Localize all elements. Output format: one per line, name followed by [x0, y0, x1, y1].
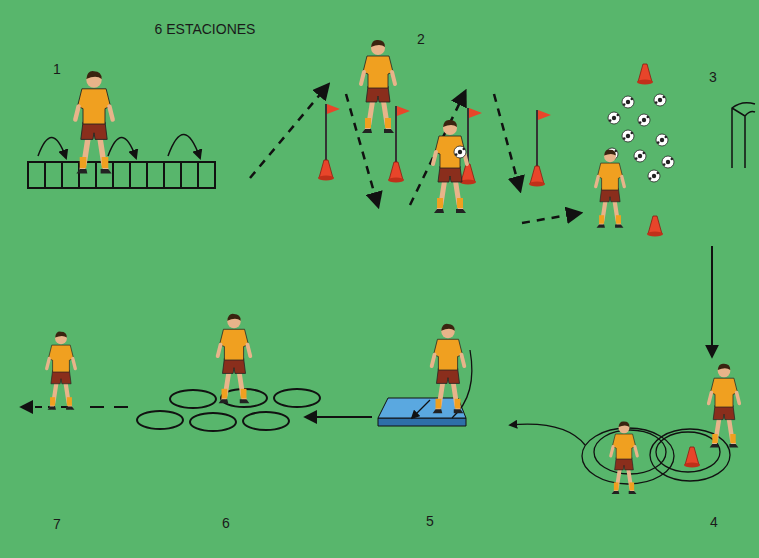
dashed-path-arrow [22, 406, 68, 408]
flag-poles [318, 160, 334, 181]
goal [732, 103, 755, 168]
ball [454, 146, 466, 158]
callout-number: 6 [222, 516, 230, 531]
dashed-path-arrows [522, 213, 580, 223]
ball-cluster [637, 64, 653, 85]
hoops [190, 413, 236, 431]
hoops [170, 390, 216, 408]
player-figure [75, 71, 112, 173]
jump-mat [378, 398, 466, 418]
jump-mat [412, 400, 430, 418]
agility-ladder [38, 137, 66, 158]
callout-number: 5 [426, 514, 434, 529]
ball-cluster [638, 114, 650, 126]
hoops [137, 411, 183, 429]
cone [684, 447, 700, 468]
jump-mat [378, 418, 466, 426]
player-figure [432, 324, 465, 413]
agility-ladder [28, 162, 215, 188]
agility-ladder [45, 162, 198, 188]
player-figure [433, 120, 467, 213]
player-figure [596, 150, 625, 228]
callout-number: 1 [53, 62, 61, 77]
player-figure [709, 364, 740, 448]
ball-cluster [634, 150, 646, 162]
callout-number: 3 [709, 70, 717, 85]
ball-cluster [622, 96, 634, 108]
agility-ladder [28, 134, 215, 188]
flag-poles [460, 164, 476, 185]
agility-ladder [108, 137, 136, 158]
ball-cluster [662, 156, 674, 168]
flag-poles [326, 104, 537, 178]
ball-cluster [608, 112, 620, 124]
flow-arrow [306, 416, 372, 418]
ball-cluster [656, 134, 668, 146]
rope-loops [510, 424, 585, 445]
player-figure [611, 421, 638, 494]
ball-cluster [654, 94, 666, 106]
ball-cluster [647, 216, 663, 237]
flag-poles [388, 162, 404, 183]
dashed-path-arrows [494, 94, 520, 190]
rope-loops [656, 432, 720, 472]
flag-poles [318, 104, 551, 187]
callout-number: 4 [710, 515, 718, 530]
dashed-path-arrows [250, 85, 580, 223]
agility-ladder [168, 134, 200, 158]
hoops [137, 389, 320, 431]
ball-cluster [622, 130, 634, 142]
flag-poles [327, 104, 551, 120]
flag-poles [529, 166, 545, 187]
flow-arrow [711, 246, 713, 356]
dashed-path-arrow [90, 406, 128, 408]
hoops [274, 389, 320, 407]
player-figure [361, 40, 395, 133]
player-figure [47, 332, 76, 410]
callout-number: 2 [417, 32, 425, 47]
title: 6 ESTACIONES [155, 22, 256, 37]
goal [732, 103, 755, 168]
dashed-path-arrows [250, 85, 328, 178]
callout-number: 7 [53, 517, 61, 532]
hoops [243, 412, 289, 430]
ball-cluster [648, 170, 660, 182]
player-figure [218, 314, 251, 403]
